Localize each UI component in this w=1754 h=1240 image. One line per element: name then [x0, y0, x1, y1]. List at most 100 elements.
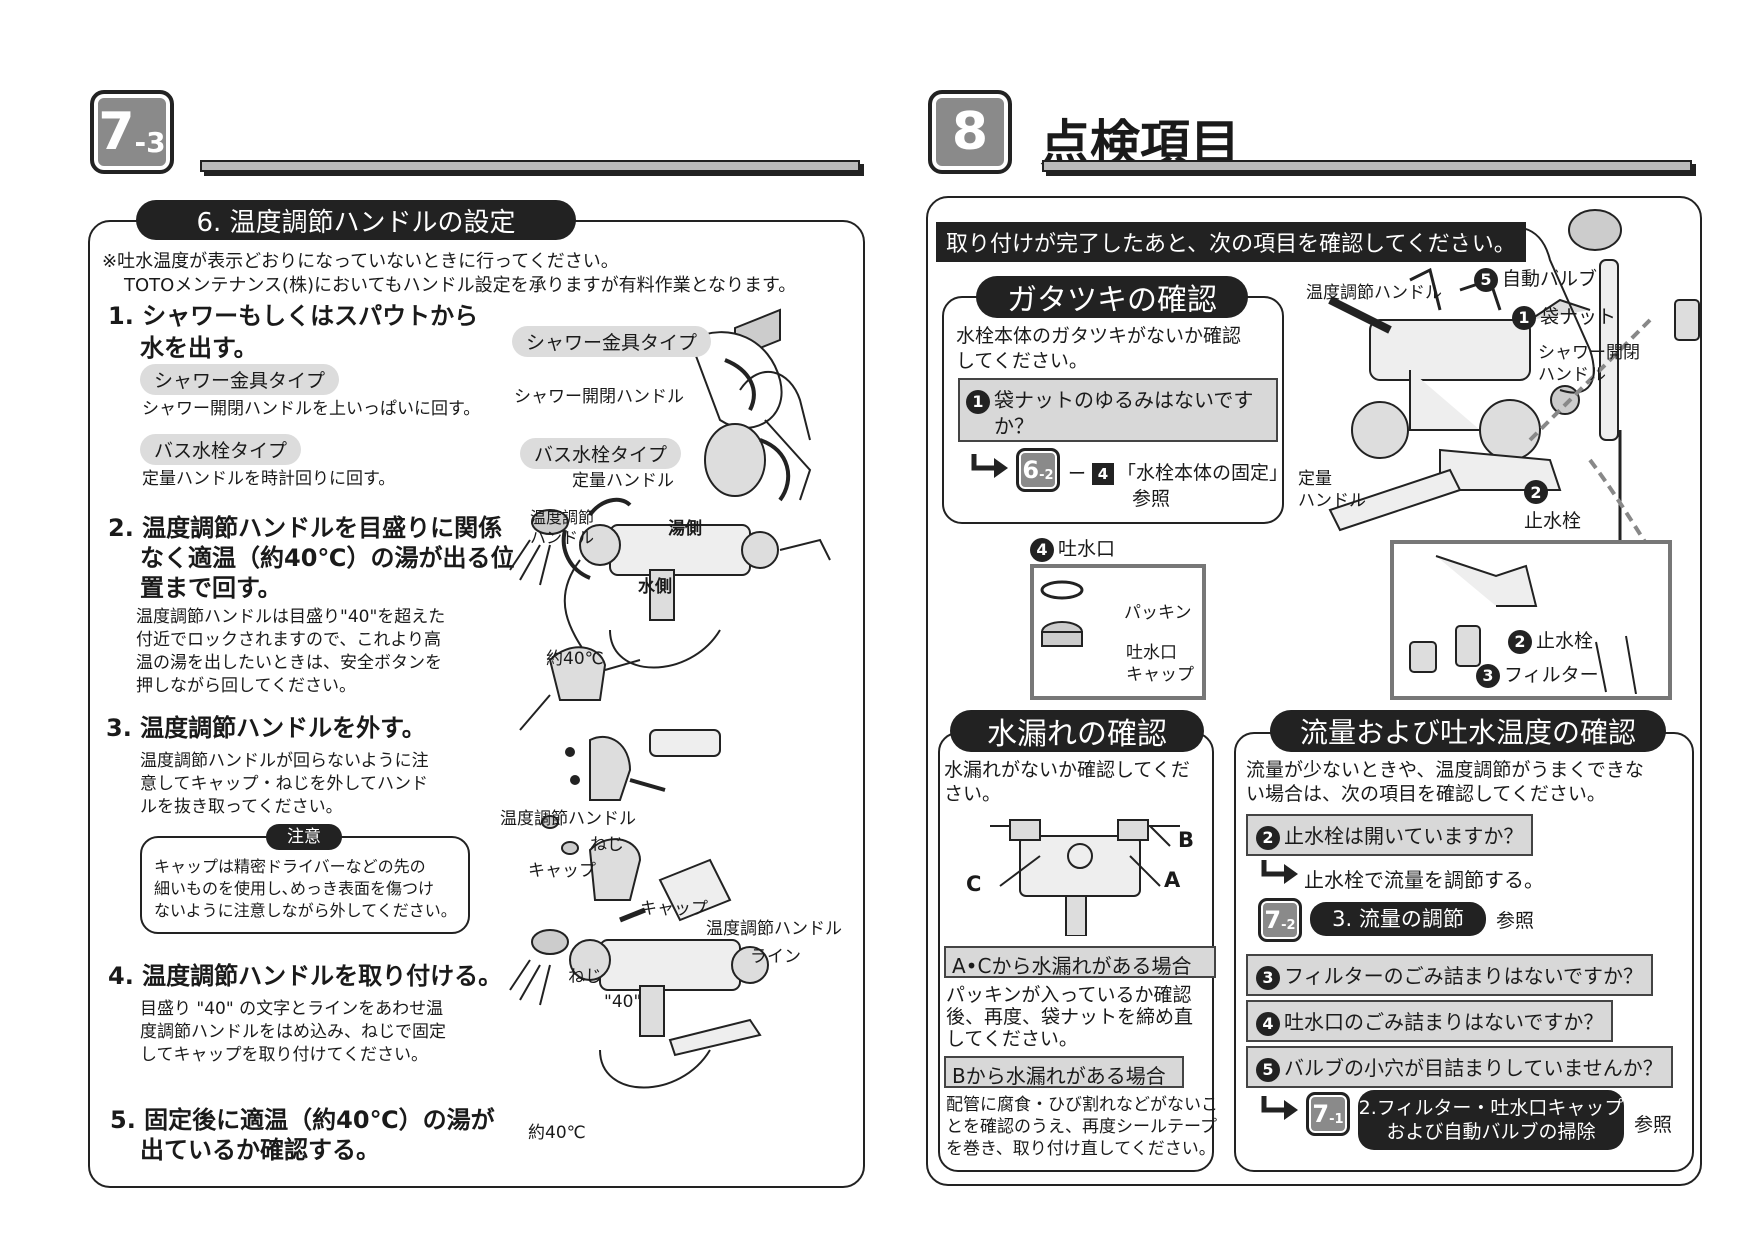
caution-title: 注意	[266, 824, 342, 850]
leak-b-body-2: とを確認のうえ、再度シールテープ	[946, 1117, 1217, 1137]
ref-badge-7-1[interactable]: 7-1	[1306, 1092, 1350, 1136]
ref-number-icon: 4	[1092, 462, 1114, 485]
fig-shower-handle-label-2: ハンドル	[1538, 365, 1606, 385]
step3-body-3: ルを抜き取ってください。	[140, 797, 343, 817]
fig-approx40-b: 約40℃	[528, 1123, 586, 1143]
header-rule-left	[200, 160, 860, 172]
wobble-check-box	[958, 378, 1278, 442]
section-title: 6. 温度調節ハンドルの設定	[136, 200, 576, 240]
part-number-icon: 3	[1476, 663, 1500, 688]
fig-temp-handle-label-1: 温度調節	[530, 508, 595, 527]
wobble-body-2: してください。	[956, 350, 1088, 372]
ref-6-2-text: 4「水栓本体の固定」	[1092, 458, 1288, 485]
fig-fixed-handle-label-2: ハンドル	[1298, 491, 1366, 511]
leak-title: 水漏れの確認	[950, 710, 1204, 752]
shower-type-desc: シャワー開閉ハンドルを上いっぱいに回す。	[142, 399, 481, 419]
step5-heading-2: 出ているか確認する。	[140, 1136, 380, 1164]
fig-shower-handle-label: シャワー開閉ハンドル	[514, 387, 684, 407]
ref-7-1-see: 参照	[1634, 1114, 1673, 1136]
packing-and-cap-illustration	[1040, 580, 1084, 647]
fig-temp-handle-label-2: ハンドル	[530, 528, 595, 547]
step5-heading-1: 5. 固定後に適温（約40℃）の湯が	[110, 1106, 495, 1134]
arrow-right-icon	[1261, 860, 1298, 884]
leak-ac-body-2: 後、再度、袋ナットを締め直	[946, 1006, 1194, 1028]
step2-heading-1: 2. 温度調節ハンドルを目盛りに関係	[108, 514, 503, 542]
leak-body-2: さい。	[944, 783, 1002, 805]
ref-7-2-label[interactable]: 3. 流量の調節	[1310, 902, 1486, 936]
step2-body-4: 押しながら回してください。	[136, 676, 356, 696]
part-number-icon: 5	[1474, 267, 1498, 292]
check-stop-valve-action: 止水栓で流量を調節する。	[1304, 868, 1544, 892]
step3-body-2: 意してキャップ・ねじを外してハンド	[140, 774, 428, 794]
fig-temp-handle-full-a: 温度調節ハンドル	[500, 809, 636, 829]
leak-ac-title: A•Cから水漏れがある場合	[944, 946, 1216, 978]
fig-line-label: ライン	[750, 947, 801, 967]
handle-setting-illustrations	[509, 308, 831, 1089]
fig-spout-cap-label-2: キャップ	[1126, 665, 1194, 685]
ref-6-2-dash: ー	[1068, 464, 1086, 485]
ref-7-1-label[interactable]: 2.フィルター・吐水口キャップ および自動バルブの掃除	[1358, 1090, 1624, 1150]
leak-points-illustration	[990, 819, 1180, 936]
leak-ac-body-3: してください。	[946, 1028, 1078, 1050]
check-number-icon: 1	[966, 389, 990, 414]
ref-badge-6-2[interactable]: 6-2	[1016, 448, 1060, 492]
step1-heading-2: 水を出す。	[140, 334, 258, 362]
arrow-right-icon	[1261, 1096, 1298, 1120]
leak-body-1: 水漏れがないか確認してくだ	[944, 759, 1190, 781]
arrow-right-icon	[971, 454, 1008, 478]
step3-body-1: 温度調節ハンドルが回らないように注	[140, 751, 429, 771]
header-rule-right	[1042, 160, 1692, 172]
step2-body-3: 温の湯を出したいときは、安全ボタンを	[136, 653, 442, 673]
bath-type-desc: 定量ハンドルを時計回りに回す。	[142, 469, 396, 489]
bath-type-pill: バス水栓タイプ	[140, 434, 302, 465]
section-badge-8: 8	[928, 90, 1012, 174]
shower-type-pill: シャワー金具タイプ	[140, 364, 340, 395]
fig-stop-valve-text: 止水栓	[1524, 510, 1582, 532]
caution-body-3: ないように注意しながら外してください。	[154, 901, 457, 920]
step4-body-1: 目盛り "40" の文字とラインをあわせ温	[140, 999, 444, 1019]
fig-screw-b: ねじ	[568, 967, 602, 987]
fig-cap-b: キャップ	[640, 899, 708, 919]
step3-heading: 3. 温度調節ハンドルを外す。	[106, 714, 426, 742]
check-number-icon: 4	[1256, 1011, 1280, 1036]
fig-fixed-handle-label: 定量ハンドル	[572, 471, 674, 491]
note-line-1: ※吐水温度が表示どおりになっていないときに行ってください。	[102, 251, 619, 272]
part-number-icon: 4	[1030, 537, 1054, 562]
flow-title: 流量および吐水温度の確認	[1270, 710, 1666, 752]
check-number-icon: 3	[1256, 965, 1280, 990]
leak-b-body-1: 配管に腐食・ひび割れなどがないこ	[946, 1095, 1218, 1115]
intro-banner: 取り付けが完了したあと、次の項目を確認してください。	[936, 222, 1526, 262]
fig-stop-valve-label: 2	[1524, 480, 1552, 504]
fig-hot-side-label: 湯側	[668, 519, 702, 539]
wobble-body-1: 水栓本体のガタツキがないか確認	[956, 325, 1242, 347]
check-number-icon: 2	[1256, 825, 1280, 850]
check-number-icon: 5	[1256, 1057, 1280, 1082]
fig-temp-handle-label: 温度調節ハンドル	[1306, 283, 1442, 303]
note-line-2: TOTOメンテナンス(株)においてもハンドル設定を承りますが有料作業となります。	[124, 275, 797, 296]
fig-spout-cap-label-1: 吐水口	[1126, 643, 1177, 663]
fig-packing-label: パッキン	[1124, 603, 1192, 623]
fig-bath-type-pill: バス水栓タイプ	[520, 438, 682, 469]
caution-body-2: 細いものを使用し､めっき表面を傷つけ	[154, 879, 435, 898]
leak-b-body-3: を巻き、取り付け直してください。	[946, 1139, 1216, 1159]
ref-badge-7-2[interactable]: 7-2	[1258, 898, 1302, 942]
ref-7-2-see: 参照	[1496, 910, 1535, 932]
filter-illustration	[1409, 555, 1637, 694]
ref-6-2-see: 参照	[1132, 488, 1171, 510]
fig-temp-handle-full-b: 温度調節ハンドル	[706, 919, 842, 939]
step4-body-3: してキャップを取り付けてください。	[140, 1045, 428, 1065]
flow-body-2: い場合は、次の項目を確認してください。	[1246, 783, 1606, 805]
step4-body-2: 度調節ハンドルをはめ込み、ねじで固定	[140, 1022, 446, 1042]
part-number-icon: 1	[1512, 305, 1536, 330]
faucet-inspection-illustration	[1328, 209, 1700, 660]
step2-body-2: 付近でロックされますので、これより高	[136, 630, 441, 650]
leak-b-title: Bから水漏れがある場合	[944, 1056, 1184, 1088]
leak-label-b: B	[1178, 828, 1195, 852]
step4-heading: 4. 温度調節ハンドルを取り付ける。	[108, 962, 503, 990]
section-badge-7-3: 7-3	[90, 90, 174, 174]
